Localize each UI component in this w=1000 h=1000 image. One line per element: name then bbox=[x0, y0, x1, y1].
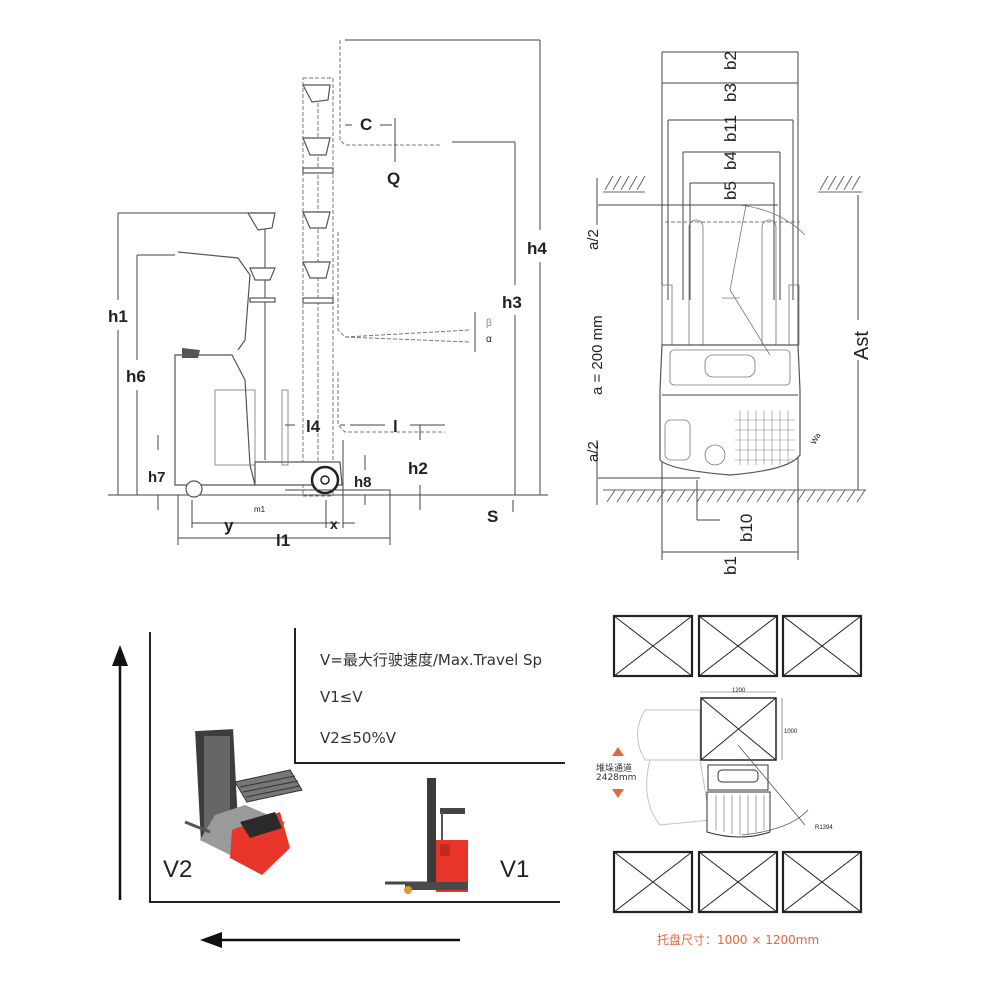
label-l1: l1 bbox=[276, 531, 290, 550]
label-a-half-bottom: a/2 bbox=[585, 441, 602, 462]
pallet-on-forks bbox=[700, 697, 777, 761]
label-v2: V2 bbox=[163, 856, 192, 883]
label-h4: h4 bbox=[527, 239, 547, 258]
label-x: x bbox=[330, 516, 338, 532]
label-v1: V1 bbox=[500, 856, 529, 883]
aisle-label: 堆垛通道 bbox=[596, 764, 633, 774]
label-b1: b1 bbox=[721, 556, 740, 575]
label-h6: h6 bbox=[126, 367, 146, 386]
raised-fork bbox=[339, 40, 440, 146]
rear-wheel bbox=[185, 480, 203, 498]
label-h8: h8 bbox=[354, 474, 372, 491]
label-dim-width: 1200 bbox=[732, 688, 746, 694]
up-arrow-icon bbox=[112, 645, 128, 666]
overhead-guard bbox=[177, 251, 251, 351]
pallet-bottom-2 bbox=[697, 850, 779, 914]
forklift-v1-photo bbox=[385, 778, 468, 894]
aisle-panel bbox=[612, 614, 863, 914]
aisle-width: 2428mm bbox=[596, 773, 637, 783]
pallet-top-3 bbox=[781, 614, 863, 678]
label-h3: h3 bbox=[502, 293, 522, 312]
label-b10: b10 bbox=[737, 514, 756, 542]
label-l: l bbox=[393, 417, 398, 436]
label-y: y bbox=[224, 516, 234, 535]
label-b3: b3 bbox=[721, 83, 740, 102]
label-b11: b11 bbox=[721, 115, 740, 142]
aisle-up-arrow-icon bbox=[612, 747, 624, 756]
label-alpha: α bbox=[486, 334, 492, 345]
pallet-top-2 bbox=[697, 614, 779, 678]
v2-rule: V2≤50%V bbox=[320, 729, 396, 747]
label-c: C bbox=[360, 115, 372, 134]
aisle-down-arrow-icon bbox=[612, 789, 624, 798]
label-q: Q bbox=[387, 169, 400, 188]
pallet-top-1 bbox=[612, 614, 694, 678]
label-b5: b5 bbox=[721, 181, 740, 200]
label-h1: h1 bbox=[108, 307, 128, 326]
side-view-drawing bbox=[108, 39, 548, 545]
label-l4: l4 bbox=[306, 417, 321, 436]
pallet-size-caption: 托盘尺寸：1000 × 1200mm bbox=[657, 933, 820, 947]
text-clip-mask bbox=[565, 640, 595, 680]
label-s: S bbox=[487, 507, 498, 526]
label-b4: b4 bbox=[721, 151, 740, 170]
label-b2: b2 bbox=[721, 51, 740, 70]
speed-panel bbox=[112, 628, 565, 948]
label-dim-depth: 1000 bbox=[784, 729, 798, 735]
forklift-v2-photo bbox=[184, 729, 303, 875]
truck-top-body bbox=[659, 344, 801, 476]
mast-outline bbox=[302, 77, 334, 497]
label-radius: R1394 bbox=[815, 825, 833, 831]
label-h7: h7 bbox=[148, 469, 166, 486]
label-m1: m1 bbox=[254, 505, 266, 514]
label-a-value: a = 200 mm bbox=[589, 315, 606, 395]
left-arrow-icon bbox=[200, 932, 222, 948]
label-a-half-top: a/2 bbox=[585, 229, 602, 250]
aisle-corner-outline bbox=[149, 632, 560, 903]
lowered-fork bbox=[337, 372, 445, 433]
v1-rule: V1≤V bbox=[320, 688, 363, 706]
truck-aisle-body bbox=[706, 791, 771, 838]
legend-box-outline bbox=[294, 628, 565, 764]
label-wa: Wa bbox=[809, 431, 823, 446]
label-beta: β bbox=[486, 318, 492, 329]
speed-definition: V=最大行驶速度/Max.Travel Sp bbox=[320, 651, 543, 669]
tilted-fork bbox=[337, 232, 471, 338]
label-h2: h2 bbox=[408, 459, 428, 478]
top-view-drawing bbox=[596, 51, 866, 560]
label-ast: Ast bbox=[851, 331, 873, 360]
pallet-bottom-3 bbox=[781, 850, 863, 914]
pallet-bottom-1 bbox=[612, 850, 694, 914]
